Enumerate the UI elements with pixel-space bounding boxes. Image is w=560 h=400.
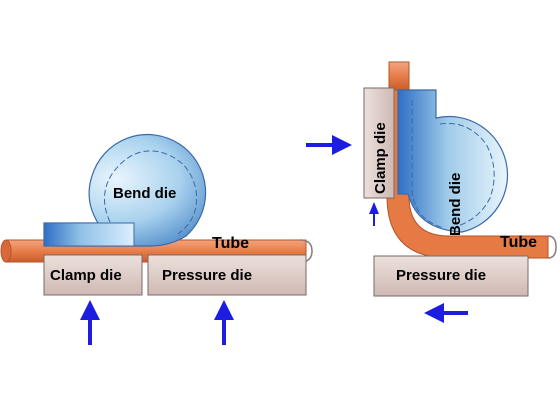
left-pressure-arrow — [214, 300, 234, 345]
left-tube-label: Tube — [212, 235, 249, 252]
left-clamp-die: Clamp die — [43, 254, 143, 296]
left-bend-die-label: Bend die — [113, 185, 176, 202]
left-clamp-arrow — [80, 300, 100, 345]
right-clamp-die-label: Clamp die — [372, 122, 389, 194]
right-pressure-die: Pressure die — [373, 255, 529, 297]
right-pressure-arrow — [424, 303, 468, 323]
right-diagram: Bend die Clamp die Tube Pressure die — [306, 61, 557, 323]
left-clamp-die-label: Clamp die — [50, 267, 122, 284]
right-tube-label: Tube — [500, 234, 537, 251]
right-clamp-push-arrow — [306, 135, 352, 155]
right-pressure-die-label: Pressure die — [396, 267, 486, 284]
right-clamp-die: Clamp die — [363, 87, 395, 199]
right-clamp-up-arrow — [369, 202, 379, 226]
right-bend-die: Bend die — [397, 89, 509, 236]
left-diagram: Bend die Tube Clamp die Pressure die — [0, 133, 313, 345]
left-pressure-die: Pressure die — [147, 254, 307, 296]
right-bend-die-label: Bend die — [447, 173, 464, 236]
left-pressure-die-label: Pressure die — [162, 267, 252, 284]
left-bend-die: Bend die — [43, 133, 207, 247]
